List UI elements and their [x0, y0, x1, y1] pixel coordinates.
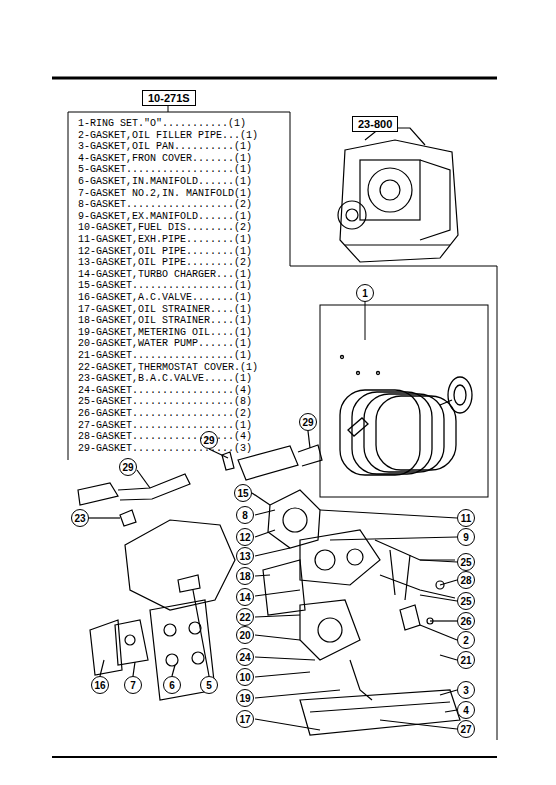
- catalog-number: 10-271S: [148, 92, 190, 104]
- parts-list-line: 22-GASKET,THERMOSTAT COVER.(1): [78, 362, 258, 373]
- parts-list-line: 8-GASKET..................(2): [78, 199, 252, 210]
- parts-list-line: 26-GASKET.................(2): [78, 408, 252, 419]
- callout-circle: 5: [200, 676, 218, 694]
- callout-number: 15: [237, 488, 248, 499]
- callout-number: 16: [94, 680, 105, 691]
- callout-number: 1: [362, 288, 368, 299]
- callout-circle: 27: [457, 720, 475, 738]
- callout-number: 20: [239, 630, 250, 641]
- parts-list-line: 24-GASKET.................(4): [78, 385, 252, 396]
- callout-number: 12: [239, 532, 250, 543]
- callout-circle: 24: [236, 648, 254, 666]
- parts-list-line: 18-GASKET,OIL STRAINER....(1): [78, 315, 252, 326]
- parts-list-line: 28-GASKET.................(4): [78, 431, 252, 442]
- catalog-number: 23-800: [358, 118, 392, 130]
- parts-list-line: 14-GASKET,TURBO CHARGER...(1): [78, 269, 252, 280]
- parts-list-line: 7-GASKET NO.2,IN. MANIFOLD(1): [78, 188, 252, 199]
- callout-number: 28: [460, 575, 471, 586]
- callout-number: 23: [74, 513, 85, 524]
- parts-list-line: 23-GASKET,B.A.C.VALVE.....(1): [78, 373, 252, 384]
- callout-number: 10: [239, 672, 250, 683]
- callout-circle: 28: [457, 571, 475, 589]
- callout-circle: 12: [236, 528, 254, 546]
- callout-number: 3: [463, 685, 469, 696]
- parts-list-line: 6-GASKET,IN.MANIFOLD......(1): [78, 176, 252, 187]
- callout-circle: 29: [299, 413, 317, 431]
- callout-number: 24: [239, 652, 250, 663]
- callout-circle: 20: [236, 626, 254, 644]
- parts-list-line: 25-GASKET.................(8): [78, 396, 252, 407]
- callout-circle: 19: [236, 689, 254, 707]
- callout-circle: 25: [457, 553, 475, 571]
- callout-number: 14: [239, 592, 250, 603]
- callout-circle: 13: [236, 547, 254, 565]
- callout-number: 27: [460, 724, 471, 735]
- callout-number: 13: [239, 551, 250, 562]
- callout-circle: 11: [457, 509, 475, 527]
- callout-circle: 29: [119, 458, 137, 476]
- parts-list-line: 17-GASKET,OIL STRAINER....(1): [78, 304, 252, 315]
- callout-circle: 18: [236, 567, 254, 585]
- parts-list-line: 20-GASKET,WATER PUMP......(1): [78, 338, 252, 349]
- callout-number: 2: [463, 635, 469, 646]
- callout-circle: 3: [457, 681, 475, 699]
- parts-list-line: 2-GASKET,OIL FILLER PIPE...(1): [78, 130, 258, 141]
- callout-number: 9: [463, 532, 469, 543]
- callout-circle: 7: [124, 676, 142, 694]
- parts-list-line: 10-GASKET,FUEL DIS........(2): [78, 222, 252, 233]
- callout-circle: 10: [236, 668, 254, 686]
- callout-circle: 25: [457, 592, 475, 610]
- callout-circle: 2: [457, 631, 475, 649]
- parts-list-line: 4-GASKET,FRON COVER.......(1): [78, 153, 252, 164]
- callout-number: 26: [460, 616, 471, 627]
- parts-list-line: 12-GASKET,OIL PIPE........(1): [78, 246, 252, 257]
- callout-number: 29: [122, 462, 133, 473]
- parts-list-line: 9-GASKET,EX.MANIFOLD......(1): [78, 211, 252, 222]
- callout-number: 25: [460, 596, 471, 607]
- callout-circle: 4: [457, 701, 475, 719]
- parts-list-line: 21-GASKET.................(1): [78, 350, 252, 361]
- callout-number: 17: [239, 714, 250, 725]
- catalog-box: 10-271S: [142, 90, 196, 106]
- callout-number: 18: [239, 571, 250, 582]
- parts-list-line: 3-GASKET,OIL PAN..........(1): [78, 141, 252, 152]
- parts-list-line: 29-GASKET.................(3): [78, 443, 252, 454]
- callout-number: 11: [461, 513, 472, 524]
- parts-list-line: 1-RING SET."O"...........(1): [78, 118, 246, 129]
- parts-list-line: 15-GASKET.................(1): [78, 280, 252, 291]
- callout-circle: 6: [163, 676, 181, 694]
- callout-number: 5: [206, 680, 212, 691]
- callout-circle: 22: [236, 608, 254, 626]
- callout-circle: 17: [236, 710, 254, 728]
- callout-number: 8: [242, 510, 248, 521]
- catalog-box: 23-800: [352, 116, 398, 132]
- callout-circle: 26: [457, 612, 475, 630]
- callout-circle: 15: [234, 484, 252, 502]
- callout-circle: 23: [71, 509, 89, 527]
- parts-list-line: 13-GASKET,OIL PIPE........(2): [78, 257, 252, 268]
- callout-circle: 9: [457, 528, 475, 546]
- callout-circle: 21: [457, 651, 475, 669]
- callout-number: 22: [239, 612, 250, 623]
- callout-number: 7: [130, 680, 136, 691]
- callout-number: 25: [460, 557, 471, 568]
- callout-circle: 8: [236, 506, 254, 524]
- parts-list-line: 5-GASKET..................(1): [78, 164, 252, 175]
- callout-circle: 16: [91, 676, 109, 694]
- callout-circle: 1: [356, 284, 374, 302]
- callout-number: 19: [239, 693, 250, 704]
- callout-number: 6: [169, 680, 175, 691]
- parts-list-line: 19-GASKET,METERING OIL....(1): [78, 327, 252, 338]
- parts-list-line: 11-GASKET,EXH.PIPE........(1): [78, 234, 252, 245]
- callout-number: 29: [302, 417, 313, 428]
- callout-circle: 14: [236, 588, 254, 606]
- parts-list-line: 16-GASKET,A.C.VALVE.......(1): [78, 292, 252, 303]
- callout-number: 4: [463, 705, 469, 716]
- parts-list-line: 27-GASKET.................(1): [78, 420, 252, 431]
- callout-number: 21: [460, 655, 471, 666]
